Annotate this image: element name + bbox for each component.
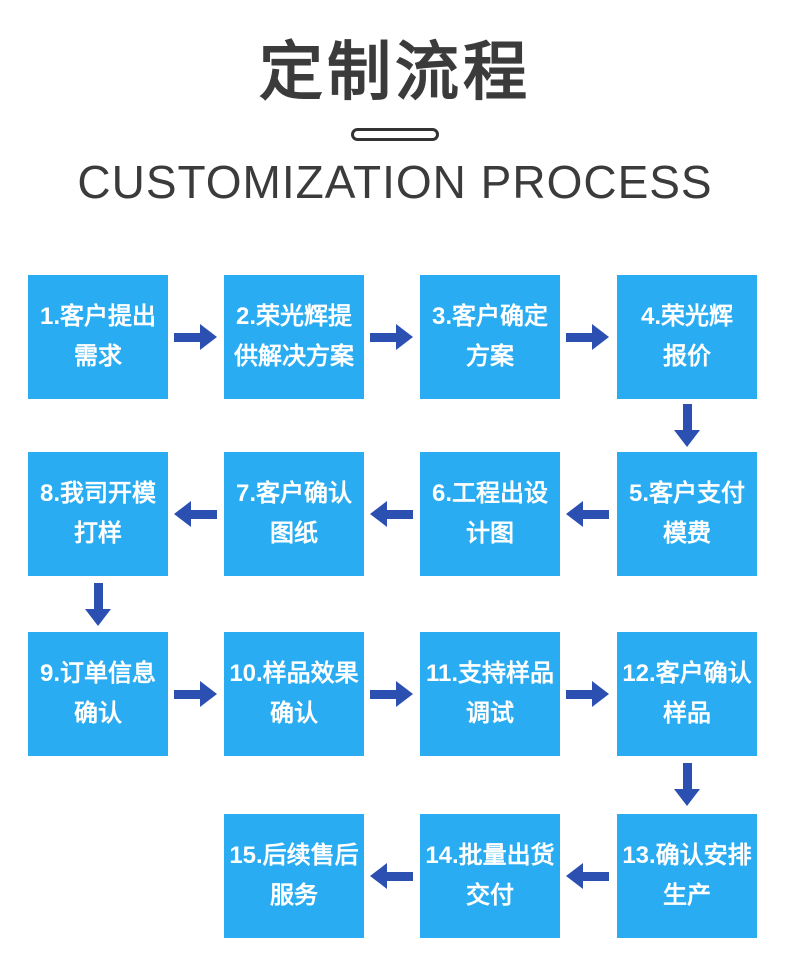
- step-2: 2.荣光辉提 供解决方案: [224, 275, 364, 399]
- step-12: 12.客户确认 样品: [617, 632, 757, 756]
- page-subtitle: CUSTOMIZATION PROCESS: [77, 156, 713, 208]
- arrow-right-icon: [370, 324, 413, 350]
- step-3-line-2: 方案: [466, 343, 514, 370]
- step-8: 8.我司开模 打样: [28, 452, 168, 576]
- step-11-line-1: 11.支持样品: [425, 660, 555, 687]
- step-1-line-2: 需求: [74, 343, 122, 370]
- step-14: 14.批量出货 交付: [420, 814, 560, 938]
- step-1: 1.客户提出 需求: [28, 275, 168, 399]
- step-15: 15.后续售后 服务: [224, 814, 364, 938]
- step-5-line-2: 模费: [663, 520, 711, 547]
- arrow-right-icon: [370, 681, 413, 707]
- step-13: 13.确认安排 生产: [617, 814, 757, 938]
- step-10-line-1: 10.样品效果: [229, 660, 359, 687]
- step-4: 4.荣光辉 报价: [617, 275, 757, 399]
- step-6: 6.工程出设 计图: [420, 452, 560, 576]
- step-8-line-2: 打样: [74, 520, 122, 547]
- arrow-left-icon: [370, 863, 413, 889]
- divider-pill: [351, 128, 439, 141]
- step-4-line-2: 报价: [663, 343, 711, 370]
- step-3-line-1: 3.客户确定: [431, 303, 548, 330]
- step-4-line-1: 4.荣光辉: [640, 303, 733, 330]
- step-7-line-1: 7.客户确认: [235, 480, 352, 507]
- arrow-left-icon: [566, 863, 609, 889]
- step-12-line-2: 样品: [663, 700, 711, 727]
- arrow-left-icon: [566, 501, 609, 527]
- step-10: 10.样品效果 确认: [224, 632, 364, 756]
- step-6-line-2: 计图: [466, 520, 514, 547]
- step-5-line-1: 5.客户支付: [628, 480, 745, 507]
- arrow-left-icon: [370, 501, 413, 527]
- step-6-line-1: 6.工程出设: [431, 480, 548, 507]
- arrow-down-icon: [674, 763, 700, 806]
- arrow-right-icon: [566, 681, 609, 707]
- step-11: 11.支持样品 调试: [420, 632, 560, 756]
- step-2-line-2: 供解决方案: [234, 343, 354, 370]
- step-9-line-2: 确认: [74, 700, 122, 727]
- arrow-right-icon: [174, 681, 217, 707]
- step-12-line-1: 12.客户确认: [622, 660, 752, 687]
- step-11-line-2: 调试: [466, 700, 514, 727]
- step-14-line-1: 14.批量出货: [425, 842, 555, 869]
- page-title: 定制流程: [259, 36, 531, 108]
- step-9: 9.订单信息 确认: [28, 632, 168, 756]
- step-9-line-1: 9.订单信息: [39, 660, 156, 687]
- step-13-line-2: 生产: [663, 882, 711, 909]
- arrow-right-icon: [174, 324, 217, 350]
- arrow-left-icon: [174, 501, 217, 527]
- arrow-down-icon: [85, 583, 111, 626]
- step-10-line-2: 确认: [270, 700, 318, 727]
- arrow-right-icon: [566, 324, 609, 350]
- step-7-line-2: 图纸: [270, 520, 318, 547]
- step-5: 5.客户支付 模费: [617, 452, 757, 576]
- step-15-line-2: 服务: [270, 882, 318, 909]
- step-1-line-1: 1.客户提出: [39, 303, 156, 330]
- step-2-line-1: 2.荣光辉提: [235, 303, 352, 330]
- step-13-line-1: 13.确认安排: [622, 842, 752, 869]
- step-14-line-2: 交付: [466, 882, 514, 909]
- step-8-line-1: 8.我司开模: [39, 480, 156, 507]
- step-7: 7.客户确认 图纸: [224, 452, 364, 576]
- step-15-line-1: 15.后续售后: [229, 842, 359, 869]
- step-3: 3.客户确定 方案: [420, 275, 560, 399]
- arrow-down-icon: [674, 404, 700, 447]
